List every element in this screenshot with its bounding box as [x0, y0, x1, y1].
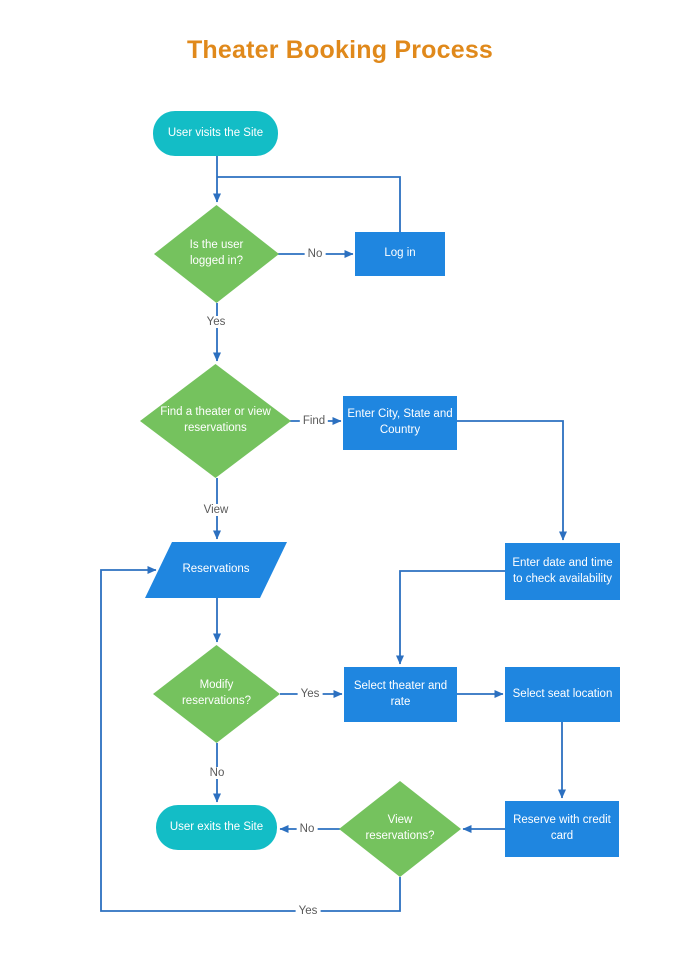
- node-exit-label: User exits the Site: [169, 820, 264, 833]
- node-enter-date: Enter date and time to check availabilit…: [505, 543, 620, 600]
- node-reserve-card: Reserve with credit card: [505, 801, 619, 857]
- node-logged-in-label: Is the user logged in?: [189, 239, 244, 267]
- node-select-seat-label: Select seat location: [512, 687, 613, 700]
- node-reservations-label: Reservations: [182, 563, 250, 576]
- node-view-reservations-label: View reservations?: [365, 814, 435, 842]
- node-reserve-card-label: Reserve with credit card: [513, 814, 611, 842]
- node-select-theater-label: Select theater and rate: [353, 679, 448, 708]
- node-exit: User exits the Site: [156, 805, 277, 850]
- node-login: Log in: [355, 232, 445, 276]
- edge-label-no-exit: No: [206, 767, 228, 779]
- node-start-label: User visits the Site: [167, 126, 264, 139]
- edge-label-find: Find: [299, 415, 329, 427]
- edge-label-yes-modify: Yes: [297, 688, 323, 700]
- edge-label-view: View: [200, 504, 232, 516]
- node-login-label: Log in: [384, 247, 416, 260]
- node-reservations: Reservations: [145, 542, 287, 598]
- node-modify-label: Modify reservations?: [181, 679, 252, 707]
- node-enter-city-label: Enter City, State and Country: [347, 408, 453, 436]
- connector-enterdate-selecttheater: [396, 570, 505, 665]
- node-select-seat: Select seat location: [505, 667, 620, 722]
- diagram-title: Theater Booking Process: [186, 36, 494, 64]
- node-start: User visits the Site: [153, 111, 278, 156]
- node-select-theater: Select theater and rate: [344, 667, 457, 722]
- node-find-or-view-label: Find a theater or view reservations: [160, 406, 271, 434]
- edge-label-yes-loop: Yes: [295, 905, 321, 917]
- node-enter-city: Enter City, State and Country: [343, 396, 457, 450]
- connector-entercity-enterdate: [457, 420, 567, 541]
- edge-label-no-viewres: No: [296, 823, 318, 835]
- edge-label-no-login: No: [304, 248, 326, 260]
- connector-viewres-yes-loop: [100, 566, 401, 912]
- node-enter-date-label: Enter date and time to check availabilit…: [512, 556, 613, 585]
- connector-login-return: [217, 176, 401, 232]
- edge-label-yes-find: Yes: [203, 316, 229, 328]
